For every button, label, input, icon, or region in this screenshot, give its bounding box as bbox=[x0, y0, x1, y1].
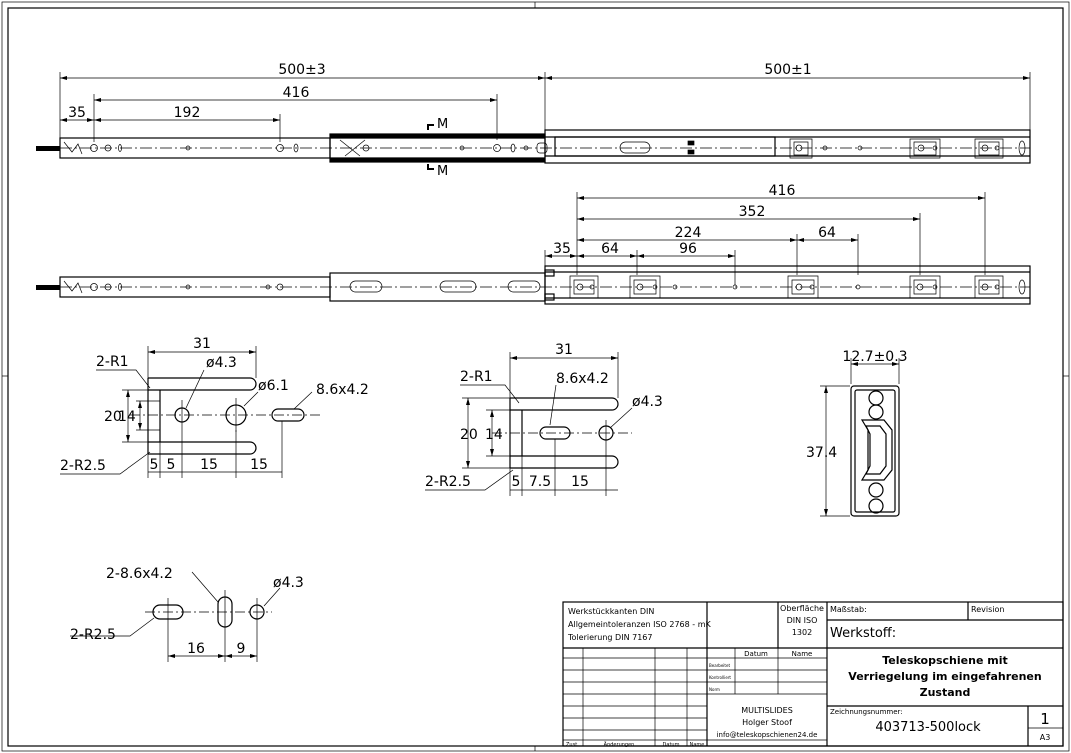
d2-width: 31 bbox=[555, 342, 573, 358]
tb-company: MULTISLIDES bbox=[741, 706, 793, 715]
tb-tolerancing: Tolerierung DIN 7167 bbox=[567, 633, 652, 642]
dim-35: 35 bbox=[68, 105, 86, 121]
d1-5a: 5 bbox=[150, 457, 159, 473]
tb-bottom-state: Zust. bbox=[566, 742, 579, 748]
d4-16: 16 bbox=[187, 641, 205, 657]
detail-bracket-1: 31 2-R1 ø4.3 ø6.1 8.6x4.2 20 14 2-R2.5 5… bbox=[60, 336, 369, 478]
tb-tolerances: Allgemeintoleranzen ISO 2768 - mK bbox=[568, 620, 712, 629]
tb-title-line1: Teleskopschiene mit bbox=[882, 654, 1007, 667]
tb-email: info@teleskopschienen24.de bbox=[717, 731, 818, 739]
section-mark-top: M bbox=[437, 117, 448, 132]
tb-row-norm: Norm bbox=[709, 687, 720, 692]
inner-frame bbox=[7, 7, 1064, 747]
lever-tab bbox=[36, 146, 60, 151]
side-view: 416 352 224 64 35 64 96 bbox=[36, 183, 1031, 305]
tb-title-line3: Zustand bbox=[920, 686, 971, 699]
tb-drawing-no-label: Zeichnungsnummer: bbox=[830, 708, 903, 716]
dim-35-side: 35 bbox=[553, 241, 571, 257]
d1-h14: 14 bbox=[118, 409, 136, 425]
d1-5b: 5 bbox=[167, 457, 176, 473]
title-block: Werkstückkanten DIN Allgemeintoleranzen … bbox=[562, 601, 1064, 748]
d1-r25: 2-R2.5 bbox=[60, 458, 106, 474]
detail-holes: 2-8.6x4.2 ø4.3 2-R2.5 16 9 bbox=[70, 566, 304, 662]
tb-drawing-no: 403713-500lock bbox=[875, 720, 981, 735]
d1-hole: ø4.3 bbox=[206, 355, 237, 371]
dim-224: 224 bbox=[675, 225, 702, 241]
d2-r25: 2-R2.5 bbox=[425, 474, 471, 490]
d4-r25: 2-R2.5 bbox=[70, 627, 116, 643]
tb-sheet: 1 bbox=[1040, 710, 1050, 728]
d2-r1: 2-R1 bbox=[460, 369, 493, 385]
dim-64-right: 64 bbox=[818, 225, 836, 241]
tb-format: A3 bbox=[1040, 733, 1051, 742]
dim-96: 96 bbox=[679, 241, 697, 257]
tb-material-label: Werkstoff: bbox=[830, 626, 896, 641]
d1-r1: 2-R1 bbox=[96, 354, 129, 370]
tb-surface-label: Oberfläche bbox=[780, 604, 824, 613]
detail-cross-section: 12.7±0.3 37.4 bbox=[806, 349, 908, 517]
tb-name-col: Name bbox=[792, 650, 813, 658]
d1-h20: 20 bbox=[104, 409, 122, 425]
d2-h14: 14 bbox=[485, 427, 503, 443]
tb-bottom-changes: Änderungen bbox=[604, 741, 635, 748]
tb-surface-std2: 1302 bbox=[792, 628, 812, 637]
tb-row-drawn: Bearbeitet bbox=[709, 663, 730, 668]
d2-hole: ø4.3 bbox=[632, 394, 663, 410]
d1-hole2: ø6.1 bbox=[258, 378, 289, 394]
dim-416-side: 416 bbox=[769, 183, 796, 199]
tb-bottom-date: Datum bbox=[663, 742, 680, 748]
d2-5: 5 bbox=[512, 474, 521, 490]
d1-width: 31 bbox=[193, 336, 211, 352]
dim-64-left: 64 bbox=[601, 241, 619, 257]
dim-416: 416 bbox=[283, 85, 310, 101]
dim-500-1: 500±1 bbox=[764, 62, 811, 78]
d4-hole: ø4.3 bbox=[273, 575, 304, 591]
d1-15b: 15 bbox=[250, 457, 268, 473]
tb-person: Holger Stoof bbox=[742, 718, 792, 727]
dim-500-3: 500±3 bbox=[278, 62, 325, 78]
section-mark-bottom: M bbox=[437, 164, 448, 179]
tb-bottom-name: Name bbox=[690, 742, 705, 748]
tb-title-line2: Verriegelung im eingefahrenen bbox=[848, 670, 1041, 683]
tb-revision-label: Revision bbox=[971, 605, 1004, 614]
d2-h20: 20 bbox=[460, 427, 478, 443]
tb-date-col: Datum bbox=[744, 650, 768, 658]
d4-9: 9 bbox=[237, 641, 246, 657]
dim-352: 352 bbox=[739, 204, 766, 220]
top-view: 500±3 500±1 416 35 192 bbox=[36, 62, 1031, 179]
d2-75: 7.5 bbox=[529, 474, 551, 490]
tb-scale-label: Maßstab: bbox=[830, 605, 867, 614]
lever-tab-side bbox=[36, 285, 60, 290]
d3-width: 12.7±0.3 bbox=[842, 349, 907, 365]
d1-15a: 15 bbox=[200, 457, 218, 473]
detail-bracket-2: 31 2-R1 8.6x4.2 ø4.3 20 14 2-R2.5 5 7.5 … bbox=[425, 342, 663, 496]
d2-slot: 8.6x4.2 bbox=[556, 371, 609, 387]
dim-192: 192 bbox=[174, 105, 201, 121]
tb-row-checked: Kontrolliert bbox=[709, 675, 731, 680]
tb-edges: Werkstückkanten DIN bbox=[568, 607, 654, 616]
d4-slot: 2-8.6x4.2 bbox=[106, 566, 173, 582]
d1-slot: 8.6x4.2 bbox=[316, 382, 369, 398]
tb-surface-std1: DIN ISO bbox=[787, 616, 818, 625]
d2-15: 15 bbox=[571, 474, 589, 490]
d3-height: 37.4 bbox=[806, 445, 837, 461]
